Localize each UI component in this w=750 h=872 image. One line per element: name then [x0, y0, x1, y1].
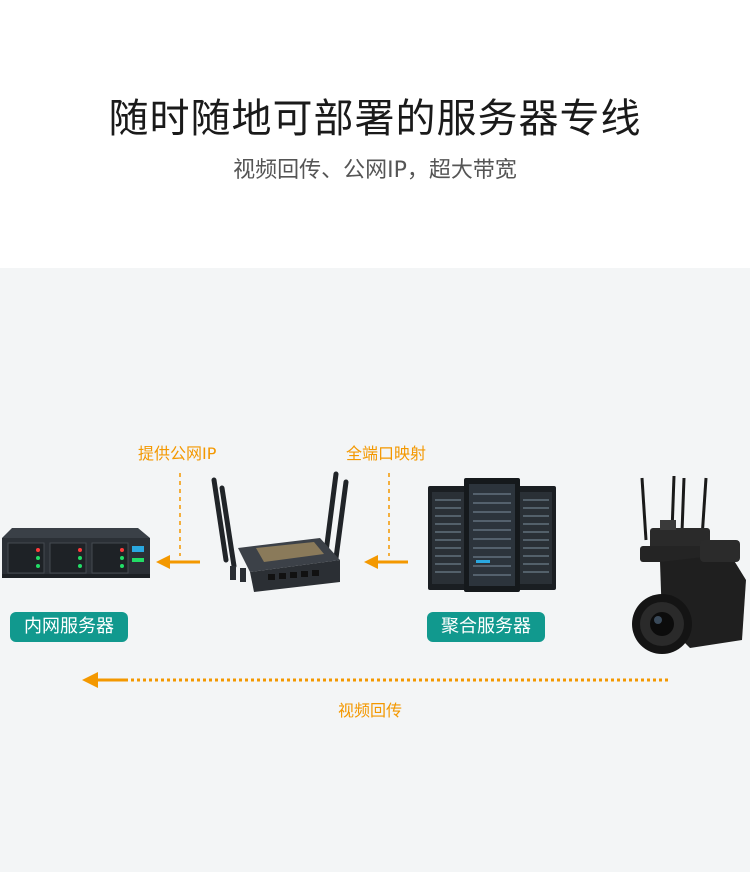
- intranet-server-badge: 内网服务器: [10, 612, 128, 642]
- port-mapping-label: 全端口映射: [346, 444, 427, 463]
- page-title: 随时随地可部署的服务器专线: [108, 96, 642, 142]
- video-back-arrow: [82, 672, 668, 688]
- camcorder-icon: [632, 475, 746, 654]
- aggregation-server-badge: 聚合服务器: [427, 612, 545, 642]
- arrow-router-to-intranet: [156, 555, 200, 569]
- page-subtitle: 视频回传、公网IP，超大带宽: [233, 158, 517, 183]
- aggregation-server-icon: [428, 478, 556, 592]
- intranet-server-icon: [2, 528, 150, 578]
- video-back-label: 视频回传: [338, 701, 403, 720]
- public-ip-label: 提供公网IP: [138, 444, 217, 463]
- arrow-aggregation-to-router: [364, 555, 408, 569]
- router-icon: [211, 471, 349, 592]
